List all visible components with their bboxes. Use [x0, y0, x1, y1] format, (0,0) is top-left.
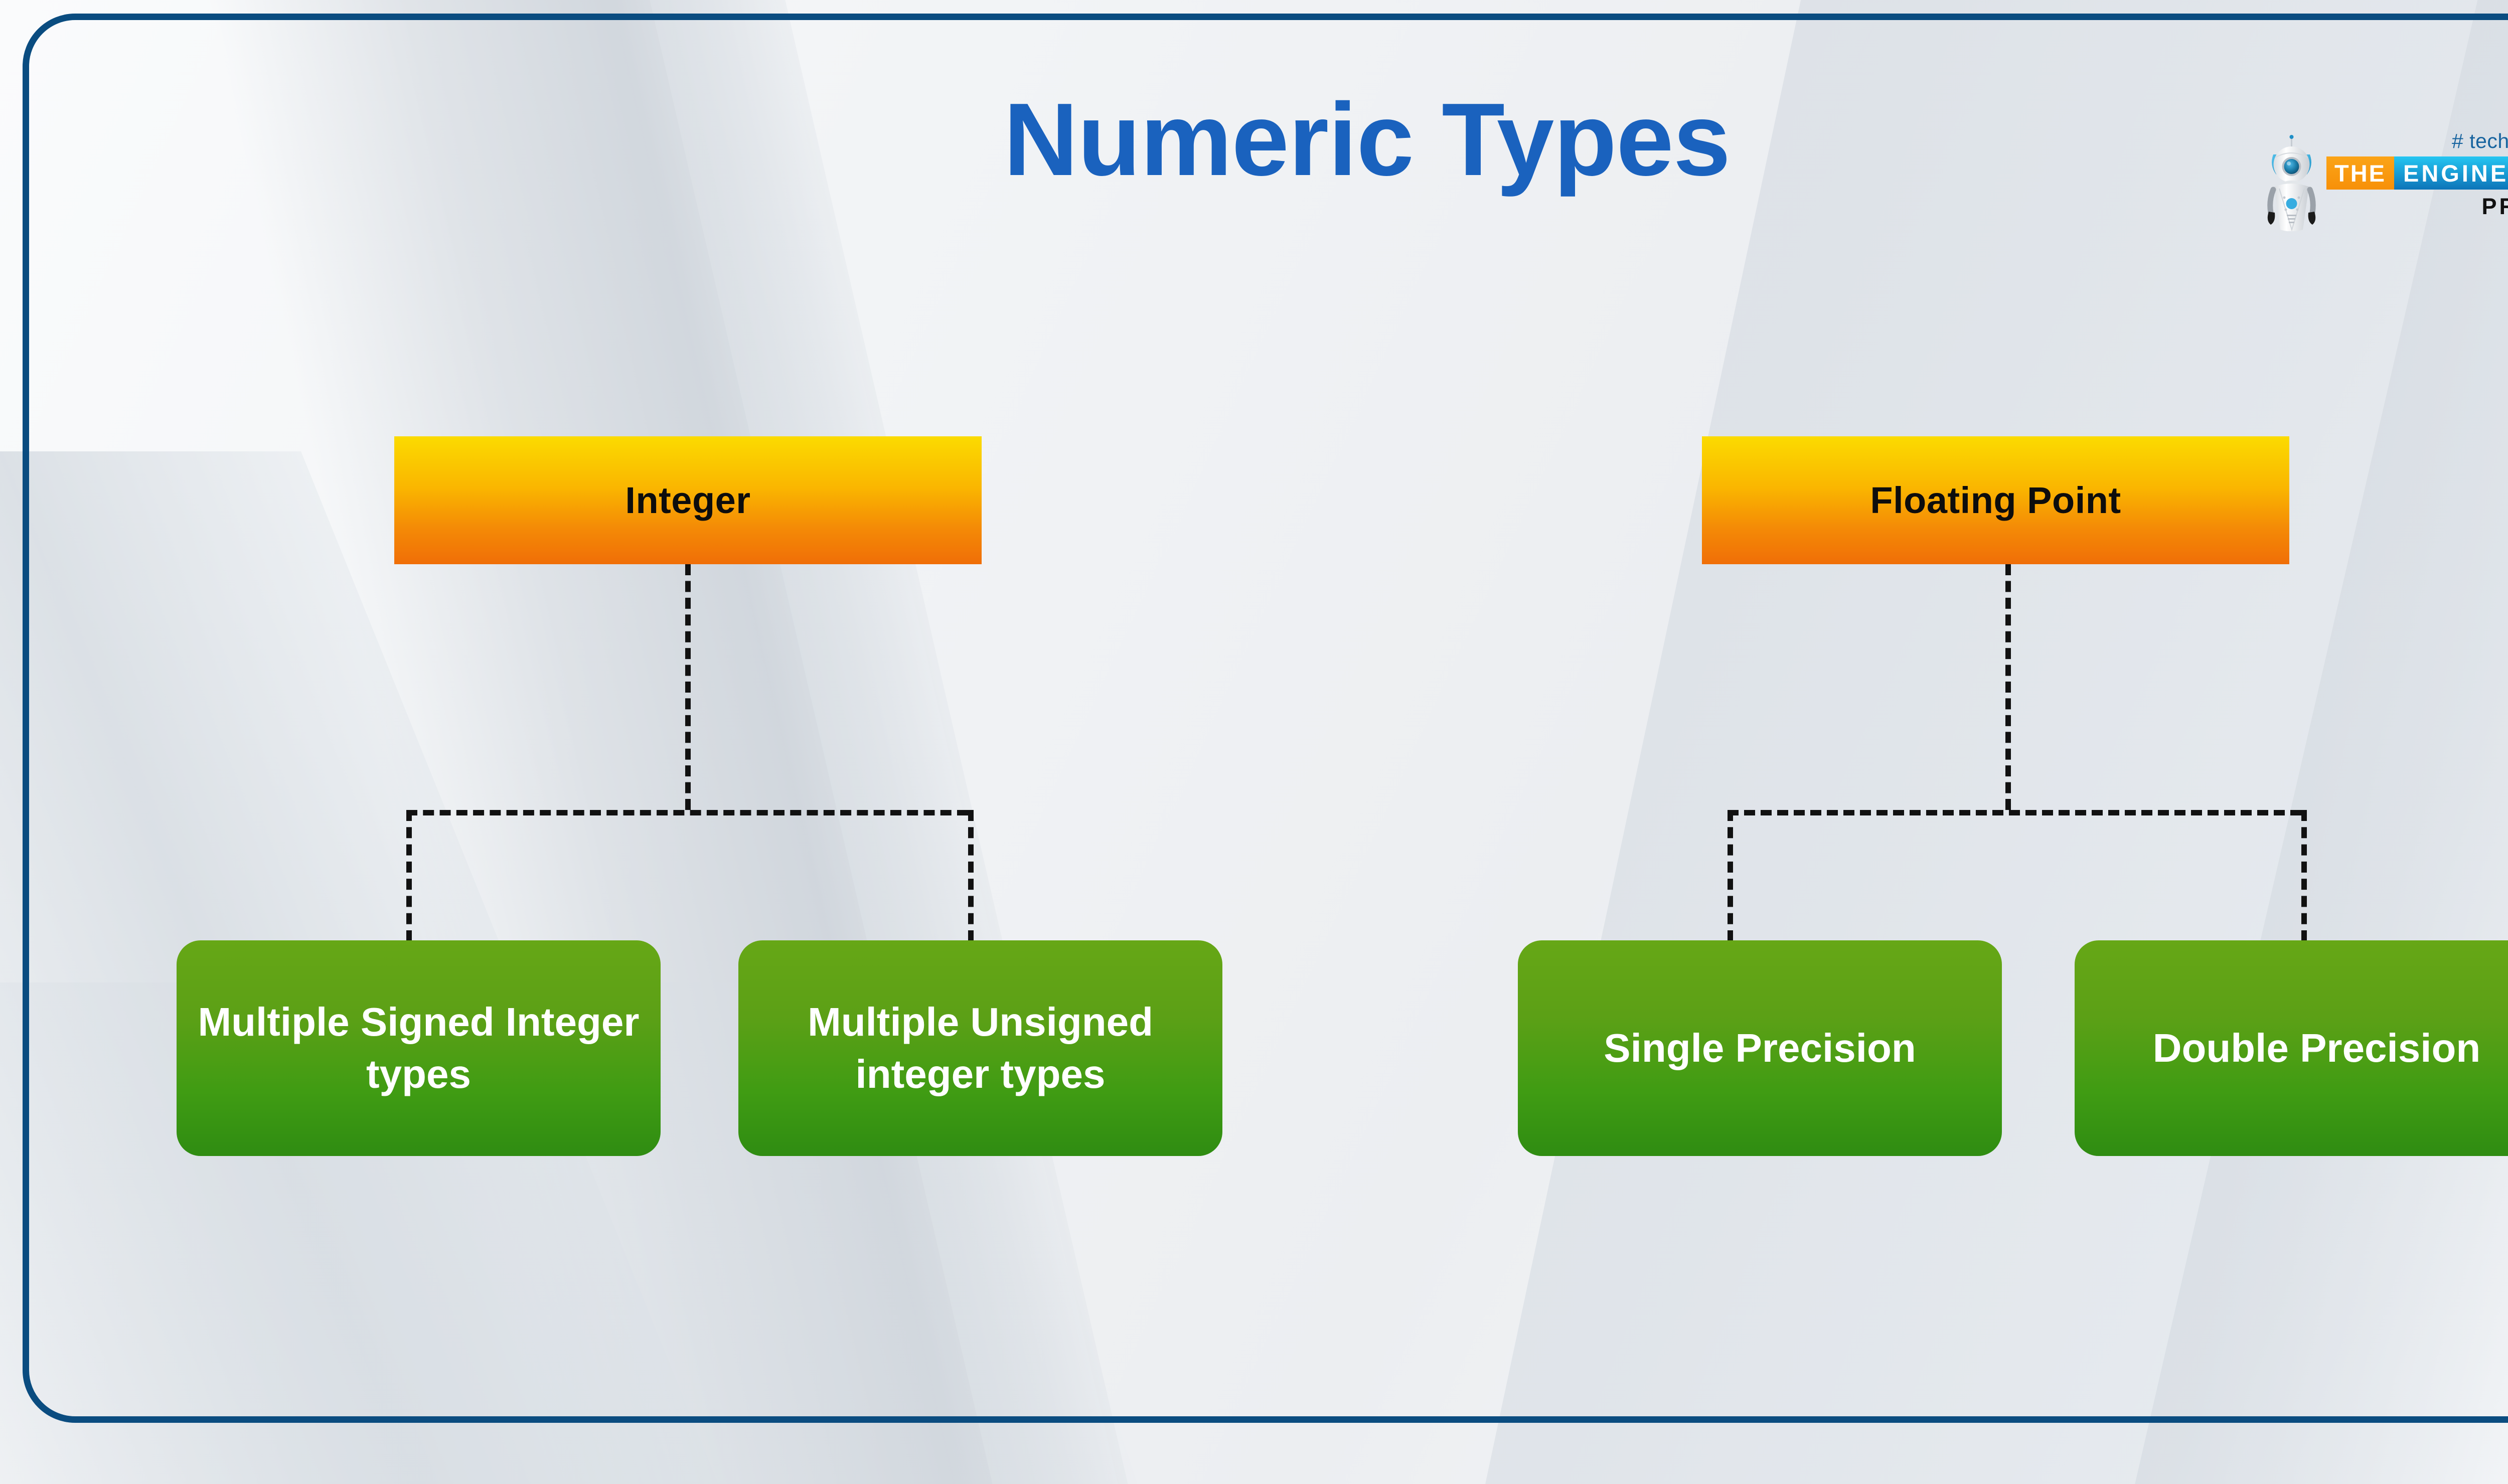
brand-logo[interactable]: # technopreneur THE ENGINEERING PROJECTS — [2262, 129, 2508, 235]
node-child-multiple-signed-integer-types[interactable]: Multiple Signed Integer types — [177, 940, 661, 1156]
background-swoosh-left-thin — [592, 0, 1204, 1484]
connector-floating-to-double — [2301, 810, 2307, 941]
logo-word-projects: PROJECTS — [2481, 194, 2508, 219]
node-child-single-precision[interactable]: Single Precision — [1518, 940, 2002, 1156]
node-parent-integer[interactable]: Integer — [394, 436, 982, 564]
logo-word-engineering: ENGINEERING — [2394, 156, 2508, 190]
connector-floating-to-single — [1728, 810, 1733, 941]
connector-floating-bus — [1728, 810, 2301, 815]
logo-tagline: # technopreneur — [2452, 129, 2508, 152]
node-child-double-precision[interactable]: Double Precision — [2075, 940, 2508, 1156]
node-child-multiple-unsigned-integer-types[interactable]: Multiple Unsigned integer types — [738, 940, 1222, 1156]
logo-word-the: THE — [2326, 156, 2394, 190]
logo-wordmark: THE ENGINEERING — [2326, 156, 2508, 190]
connector-floating-stem — [2005, 564, 2011, 810]
page-title: Numeric Types — [1003, 82, 1731, 197]
slide-border-frame — [23, 14, 2508, 1423]
robot-mascot-icon — [2267, 135, 2316, 231]
connector-integer-to-signed — [406, 810, 412, 941]
node-parent-floating-point[interactable]: Floating Point — [1702, 436, 2289, 564]
connector-integer-to-unsigned — [968, 810, 974, 941]
connector-integer-stem — [685, 564, 691, 810]
background-swoosh-left — [150, 0, 1214, 1484]
connector-integer-bus — [406, 810, 968, 815]
